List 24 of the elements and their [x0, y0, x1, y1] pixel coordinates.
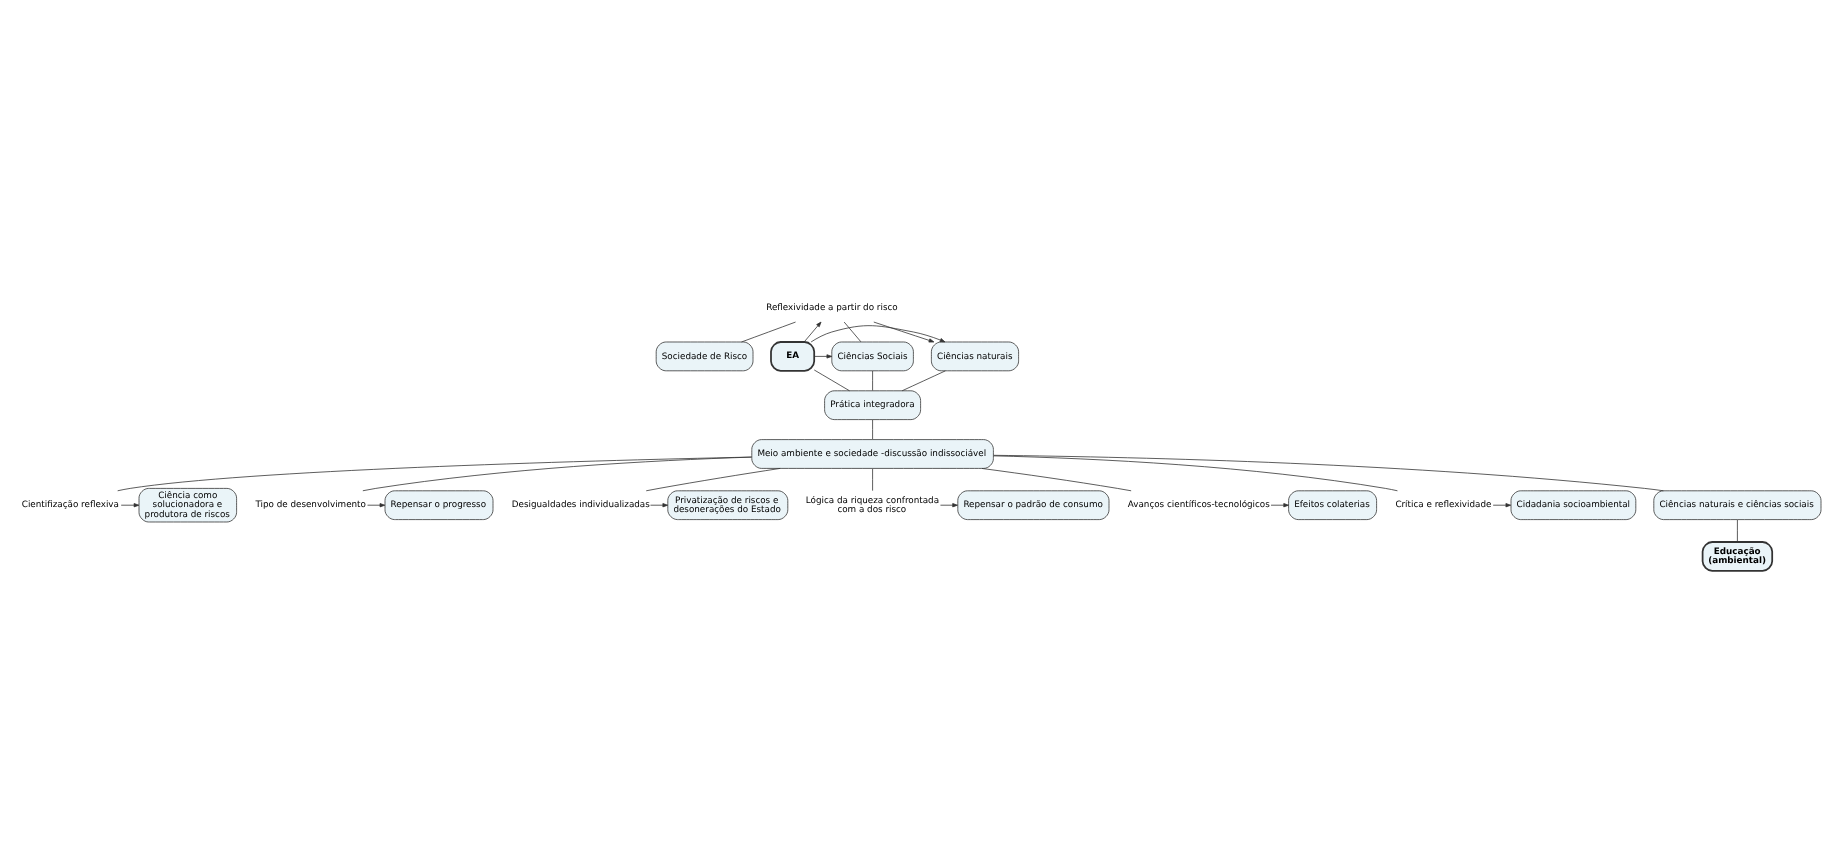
- connector: [872, 419, 873, 440]
- connector: [993, 455, 1398, 492]
- connector: [843, 321, 862, 343]
- arrow: [940, 503, 958, 508]
- arrow: [120, 503, 140, 508]
- arrow: [814, 354, 833, 359]
- connector: [981, 468, 1132, 492]
- arrow: [367, 503, 386, 508]
- connector: [1737, 519, 1738, 543]
- connector: [813, 369, 850, 392]
- connector: [362, 456, 753, 492]
- arrow: [873, 321, 935, 343]
- arrow: [650, 503, 669, 508]
- arrow: [810, 325, 946, 343]
- connector: [872, 370, 873, 391]
- connector: [872, 468, 873, 492]
- connector: [645, 468, 781, 492]
- connector: [901, 370, 946, 392]
- arrow: [1270, 503, 1289, 508]
- connector: [741, 321, 796, 343]
- connector: [993, 454, 1664, 492]
- arrow: [803, 321, 822, 343]
- arrow: [1492, 503, 1512, 508]
- connector: [117, 456, 752, 492]
